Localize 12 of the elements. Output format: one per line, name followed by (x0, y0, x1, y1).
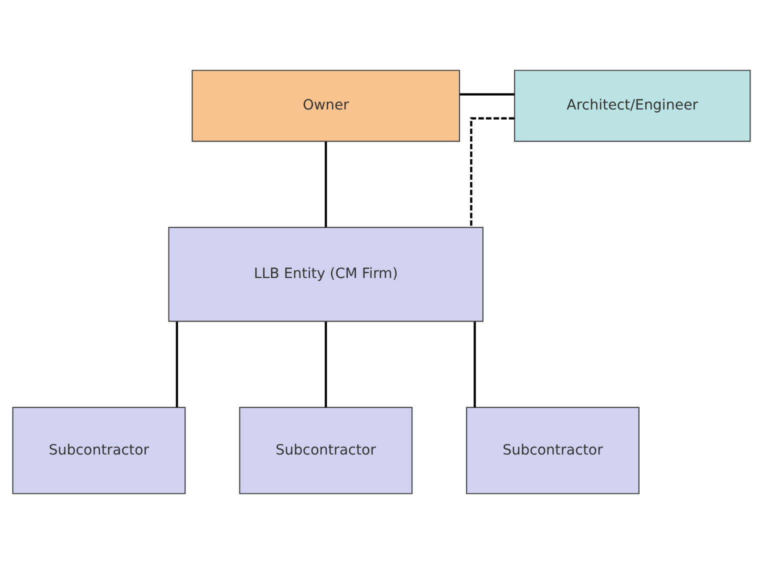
node-box: LLB Entity (CM Firm) (168, 226, 484, 322)
connector (324, 321, 327, 407)
node-box: Subcontractor (12, 406, 186, 494)
node-box: Subcontractor (239, 406, 413, 494)
connector (470, 116, 514, 227)
node-box: Architect/Engineer (514, 69, 751, 142)
connector (474, 321, 476, 407)
node-box: Owner (192, 69, 460, 142)
connector (324, 141, 327, 227)
connector (460, 92, 515, 95)
node-box: Subcontractor (466, 406, 640, 494)
connector (176, 321, 178, 407)
